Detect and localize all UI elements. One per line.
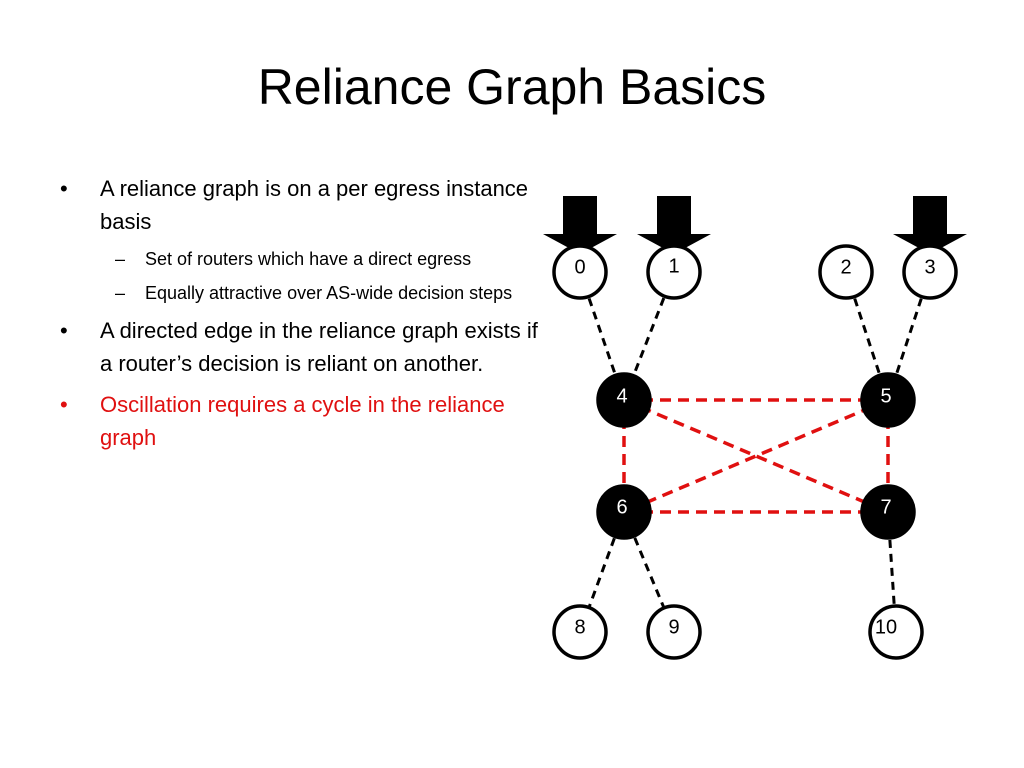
reliance-edge-4-7 — [623, 398, 889, 514]
sub-bullet-text: Equally attractive over AS-wide decision… — [145, 283, 513, 303]
sub-bullet-text: Set of routers which have a direct egres… — [145, 249, 472, 269]
router-node-4 — [596, 372, 652, 428]
sub-bullet-item: – Set of routers which have a direct egr… — [60, 246, 540, 272]
sub-bullet-marker: – — [115, 249, 126, 269]
egress-arrow-icon — [893, 196, 967, 254]
bullet-text: A directed edge in the reliance graph ex… — [100, 318, 538, 376]
bullet-list: • A reliance graph is on a per egress in… — [60, 172, 540, 462]
router-node-2 — [818, 244, 874, 300]
router-node-label: 10 — [875, 616, 897, 638]
slide-title: Reliance Graph Basics — [257, 59, 767, 115]
router-node-0 — [552, 244, 608, 300]
bullet-text: Oscillation requires a cycle in the reli… — [100, 392, 505, 450]
router-node-label: 4 — [616, 385, 627, 407]
router-node-3 — [902, 244, 958, 300]
bullet-item: • A reliance graph is on a per egress in… — [60, 172, 540, 238]
bullet-item-highlight: • Oscillation requires a cycle in the re… — [60, 388, 540, 454]
bullet-marker: • — [60, 392, 68, 417]
router-node-label: 5 — [880, 385, 891, 407]
router-node-1 — [646, 244, 702, 300]
bullet-item: • A directed edge in the reliance graph … — [60, 314, 540, 380]
router-node-label: 6 — [616, 496, 627, 518]
router-node-label: 2 — [840, 256, 851, 278]
router-node-9 — [646, 604, 702, 660]
router-node-label: 7 — [880, 496, 891, 518]
router-node-label: 3 — [924, 256, 935, 278]
sub-bullet-item: – Equally attractive over AS-wide decisi… — [60, 280, 540, 306]
bullet-marker: • — [60, 318, 68, 343]
router-node-label: 9 — [668, 616, 679, 638]
bullet-text: A reliance graph is on a per egress inst… — [100, 176, 529, 234]
router-node-label: 1 — [668, 255, 679, 277]
bullet-marker: • — [60, 176, 68, 201]
router-node-10 — [868, 604, 924, 660]
router-node-8 — [552, 604, 608, 660]
router-node-5 — [860, 372, 916, 428]
egress-arrow-icon — [637, 196, 711, 254]
router-node-label: 0 — [574, 256, 585, 278]
egress-arrow-icon — [543, 196, 617, 254]
router-node-6 — [596, 484, 652, 540]
router-node-7 — [860, 484, 916, 540]
sub-bullet-marker: – — [115, 283, 126, 303]
reliance-edge-5-6 — [623, 398, 889, 514]
router-node-label: 8 — [574, 616, 585, 638]
